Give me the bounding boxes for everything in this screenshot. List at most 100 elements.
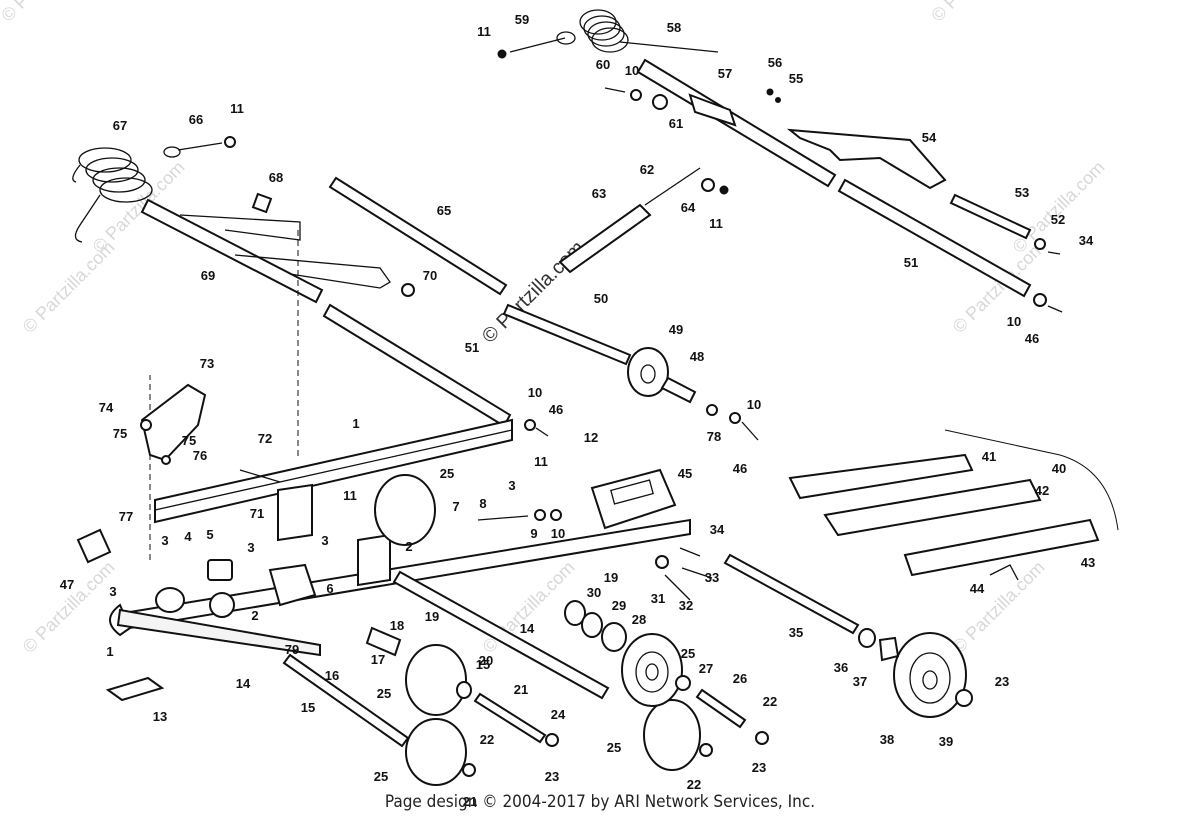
callout-number: 77: [119, 509, 133, 524]
callout-number: 11: [230, 101, 244, 116]
callout-number: 12: [584, 430, 598, 445]
callout-number: 36: [834, 660, 848, 675]
callout-number: 71: [250, 506, 264, 521]
watermark: © Partzilla.com: [19, 557, 119, 657]
callout-number: 66: [189, 112, 203, 127]
callout-number: 5: [206, 527, 213, 542]
callout-number: 38: [880, 732, 894, 747]
callout-number: 15: [476, 657, 490, 672]
wheel: [405, 718, 467, 786]
callout-number: 31: [651, 591, 665, 606]
upper-arm-bracket: [786, 128, 947, 190]
callout-number: 46: [549, 402, 563, 417]
callout-number: 33: [705, 570, 719, 585]
callout-number: 4: [184, 529, 192, 544]
callout-number: 25: [681, 646, 695, 661]
callout-number: 65: [437, 203, 451, 218]
callout-number: 50: [594, 291, 608, 306]
callout-number: 54: [922, 130, 937, 145]
callout-number: 10: [551, 526, 565, 541]
callout-number: 11: [343, 488, 357, 503]
callout-number: 40: [1052, 461, 1066, 476]
callout-number: 11: [534, 454, 548, 469]
wheels: [374, 474, 973, 786]
callout-number: 70: [423, 268, 437, 283]
callout-number: 10: [1007, 314, 1021, 329]
callout-number: 51: [904, 255, 918, 270]
callout-number: 68: [269, 170, 283, 185]
callout-number: 23: [995, 674, 1009, 689]
slide-rail-assembly: [76, 383, 860, 748]
callout-number: 48: [690, 349, 704, 364]
front-arm-bar: [140, 198, 324, 304]
wheel: [405, 644, 467, 716]
callout-number: 75: [182, 433, 196, 448]
watermark: © Partzilla.com: [927, 0, 1027, 26]
watermark: © Partzilla.com: [479, 557, 579, 657]
callout-number: 41: [982, 449, 996, 464]
cross-shaft: [328, 176, 508, 296]
callout-number: 73: [200, 356, 214, 371]
callout-number: 6: [326, 581, 333, 596]
callout-number: 2: [405, 539, 412, 554]
callout-number: 16: [325, 668, 339, 683]
callout-number: 44: [970, 581, 985, 596]
wheel: [374, 474, 436, 546]
callout-number: 9: [530, 526, 537, 541]
callout-number: 3: [321, 533, 328, 548]
callout-number: 69: [201, 268, 215, 283]
callout-number: 75: [113, 426, 127, 441]
callout-number: 28: [632, 612, 646, 627]
callout-number: 3: [161, 533, 168, 548]
callout-number: 10: [528, 385, 542, 400]
callout-number: 39: [939, 734, 953, 749]
callout-number: 24: [551, 707, 566, 722]
callout-number: 3: [247, 540, 254, 555]
callout-number: 61: [669, 116, 683, 131]
idler-shaft: [502, 303, 632, 366]
callout-number: 58: [667, 20, 681, 35]
callout-number: 53: [1015, 185, 1029, 200]
callout-number: 11: [477, 24, 491, 39]
callout-number: 42: [1035, 483, 1049, 498]
callout-number: 74: [99, 400, 114, 415]
callout-number: 1: [106, 644, 113, 659]
rear-arm-assembly: [497, 9, 1063, 313]
callout-number: 10: [747, 397, 761, 412]
watermark: © Partzilla.com: [1009, 157, 1109, 257]
callout-number: 21: [514, 682, 528, 697]
shaft-lower: [322, 303, 512, 428]
callout-number: 7: [452, 499, 459, 514]
callout-number: 2: [251, 608, 258, 623]
wheel: [643, 699, 701, 771]
rear-idler-wheel: [893, 632, 967, 718]
callout-number: 78: [707, 429, 721, 444]
callout-number: 15: [301, 700, 315, 715]
callout-number: 56: [768, 55, 782, 70]
callout-number: 34: [710, 522, 725, 537]
callout-number: 19: [425, 609, 439, 624]
watermark: © Partzilla.com: [0, 0, 97, 26]
callout-number: 43: [1081, 555, 1095, 570]
callout-number: 25: [374, 769, 388, 784]
callout-number: 30: [587, 585, 601, 600]
callout-number: 10: [625, 63, 639, 78]
track-clips: [788, 429, 1119, 581]
watermark: © Partzilla.com: [949, 557, 1049, 657]
shaft-upper: [837, 178, 1032, 298]
side-rail-left: [154, 418, 513, 524]
callout-number: 23: [752, 760, 766, 775]
callout-number: 49: [669, 322, 683, 337]
callout-number: 32: [679, 598, 693, 613]
callout-number: 67: [113, 118, 127, 133]
callout-number: 57: [718, 66, 732, 81]
callout-number: 62: [640, 162, 654, 177]
callout-number: 11: [709, 216, 723, 231]
front-arm-assembly: [72, 136, 759, 560]
callout-number: 19: [604, 570, 618, 585]
arm-shaft: [636, 58, 837, 188]
callout-number: 29: [612, 598, 626, 613]
callout-number: 37: [853, 674, 867, 689]
